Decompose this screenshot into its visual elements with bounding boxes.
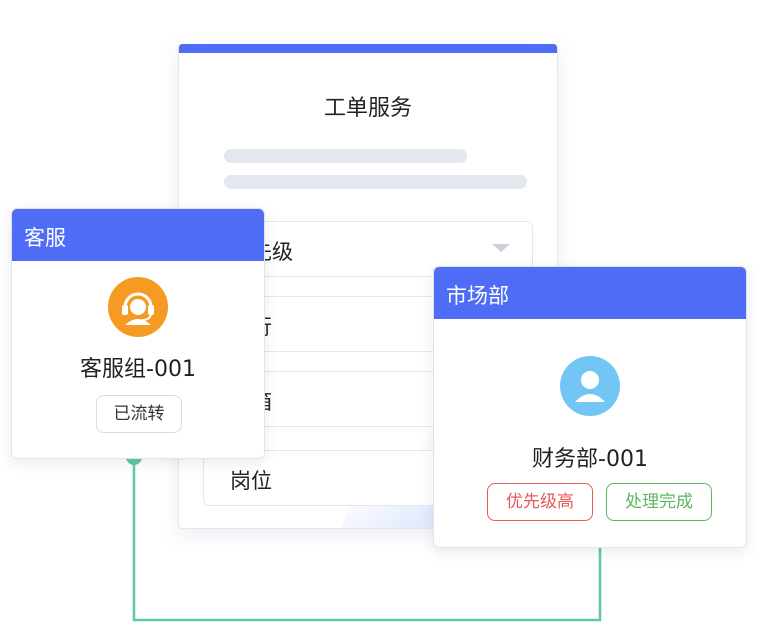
person-icon xyxy=(560,356,620,416)
connector-line xyxy=(132,458,602,622)
placeholder-line xyxy=(224,175,527,189)
field-label: 岗位 xyxy=(230,469,272,493)
form-title: 工单服务 xyxy=(323,96,412,121)
card-name: 财务部-001 xyxy=(532,447,648,472)
placeholder-line xyxy=(224,149,467,163)
headset-svg xyxy=(122,292,154,325)
market-department-card[interactable]: 市场部 财务部-001 优先级高 处理完成 xyxy=(433,266,747,548)
customer-service-headset-icon xyxy=(108,277,168,337)
form-top-bar xyxy=(179,44,557,53)
card-name: 客服组-001 xyxy=(80,357,196,382)
card-header-title: 客服 xyxy=(24,226,66,250)
card-header-title: 市场部 xyxy=(446,284,509,308)
status-badge: 已流转 xyxy=(96,395,182,433)
priority-high-tag: 优先级高 xyxy=(487,483,593,521)
card-header: 客服 xyxy=(12,209,264,261)
person-svg xyxy=(575,371,605,402)
completed-tag: 处理完成 xyxy=(606,483,712,521)
customer-service-card[interactable]: 客服 客服组-001 已流转 xyxy=(11,208,265,459)
chevron-down-icon[interactable] xyxy=(492,244,510,252)
card-header: 市场部 xyxy=(434,267,746,319)
